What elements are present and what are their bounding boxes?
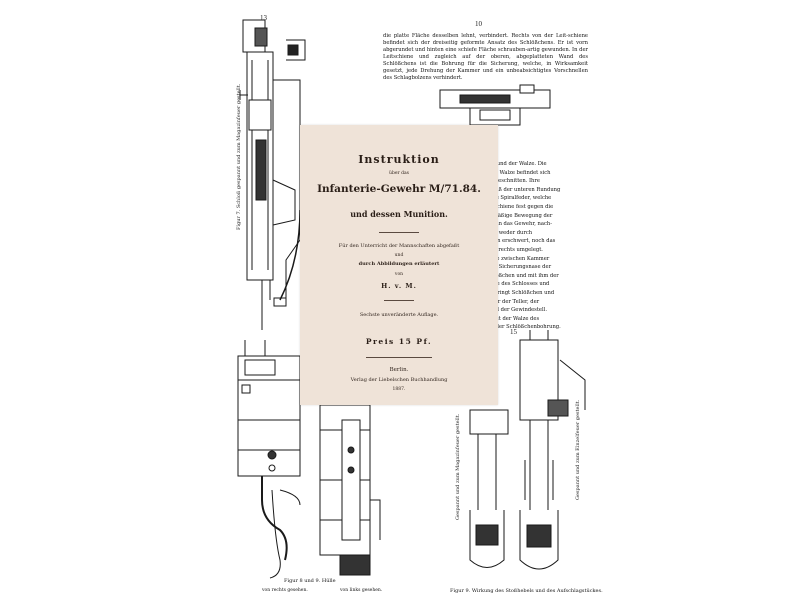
right-column-line: kurze Spiralfeder, welche (484, 195, 552, 202)
figure-9-caption: Figur 9. Wirkung des Stoßhebels und des … (450, 588, 603, 594)
cover-von: von (394, 272, 404, 277)
page-number-bottom-right: 15 (510, 328, 517, 336)
figure-7-caption: Figur 7. Schloß gespannt und zum Magazin… (236, 83, 242, 230)
right-column-line: schmäßige Bewegung der (484, 212, 553, 219)
figure-8-receiver-left (237, 340, 301, 579)
page-number-left: 13 (260, 14, 267, 22)
cover-publisher: Verlag der Liebelschen Buchhandlung (350, 377, 448, 383)
figure-8-caption: Figur 8 und 9. Hülle (284, 578, 336, 584)
cover-divider (384, 300, 414, 301)
right-column-line: n der Walze befindet sich (484, 169, 551, 176)
figure-caption-magazin: Gespannt und zum Magazinfeuer gestellt. (455, 413, 461, 520)
right-column-line: Sie bringt Schlößchen und (484, 289, 555, 296)
right-column-line: ungen erschwert, noch das (484, 238, 556, 245)
cover-illustrations-note: durch Abbildungen erläutert (358, 261, 440, 267)
right-column-line: n die Sicherungsnase der (484, 264, 552, 271)
cover-city: Berlin. (389, 367, 409, 373)
book-cover: Instruktion über das Infanterie-Gewehr M… (300, 125, 498, 405)
figure-8-caption-left-sub: von rechts gesehen. (262, 588, 308, 593)
cover-edition: Sechste unveränderte Auflage. (359, 312, 439, 318)
cover-year: 1887. (392, 387, 406, 392)
right-column-line: weggeschnitten. Ihre (484, 178, 540, 185)
cover-divider (366, 357, 432, 358)
figure-9-mechanism-drawings (469, 330, 586, 570)
right-column-line: n ist, weder durch (484, 229, 533, 236)
cover-und: und (394, 253, 404, 258)
figure-8-receiver-right (319, 404, 381, 576)
figure-caption-einzel: Gespannt und zum Einzelfeuer gestellt. (575, 399, 581, 500)
background-body-text: die platte Fläche desselben lehnt, verbi… (383, 33, 588, 81)
cover-title: Instruktion (358, 153, 440, 166)
right-column-line: Leitschiene fest gegen die (484, 203, 554, 210)
right-column-line: agel und der Walze. Die (484, 161, 547, 167)
right-column-line: Schlößchen und mit ihm der (484, 272, 559, 279)
cover-price: Preis 15 Pf. (365, 337, 433, 346)
cover-subtitle: Für den Unterricht der Mannschaften abge… (338, 243, 460, 249)
right-column-line: n in der Schlößchenbohrung. (484, 324, 561, 331)
figure-7-bolt-drawing (239, 19, 306, 330)
figure-bolt-top-right (439, 84, 551, 126)
right-column-line: Walze zwischen Kammer (484, 255, 550, 262)
background-right-column: agel und der Walze. Die n der Walze befi… (484, 160, 584, 332)
right-column-line: nk mit der Walze des (484, 315, 540, 322)
cover-ammunition: und dessen Munition. (350, 209, 448, 219)
cover-divider (379, 232, 419, 233)
right-column-line: g und der Gewindestell. (484, 307, 547, 314)
right-column-line: gemäß der unteren Rundung (484, 186, 561, 193)
cover-author: H. v. M. (381, 282, 417, 290)
right-column-line: nach rechts umgelegt. (484, 246, 543, 253)
page-number-right: 10 (475, 20, 482, 28)
right-column-line: n kann das Gewehr, nach- (484, 221, 552, 228)
cover-rifle-model: Infanterie-Gewehr M/71.84. (317, 183, 481, 195)
right-column-line: Achse des Schlosses und (484, 281, 550, 288)
figure-8-caption-right-sub: von links gesehen. (340, 588, 383, 593)
right-column-line: ferner der Teller, der (484, 298, 540, 305)
cover-ueber-das: über das (389, 171, 409, 176)
